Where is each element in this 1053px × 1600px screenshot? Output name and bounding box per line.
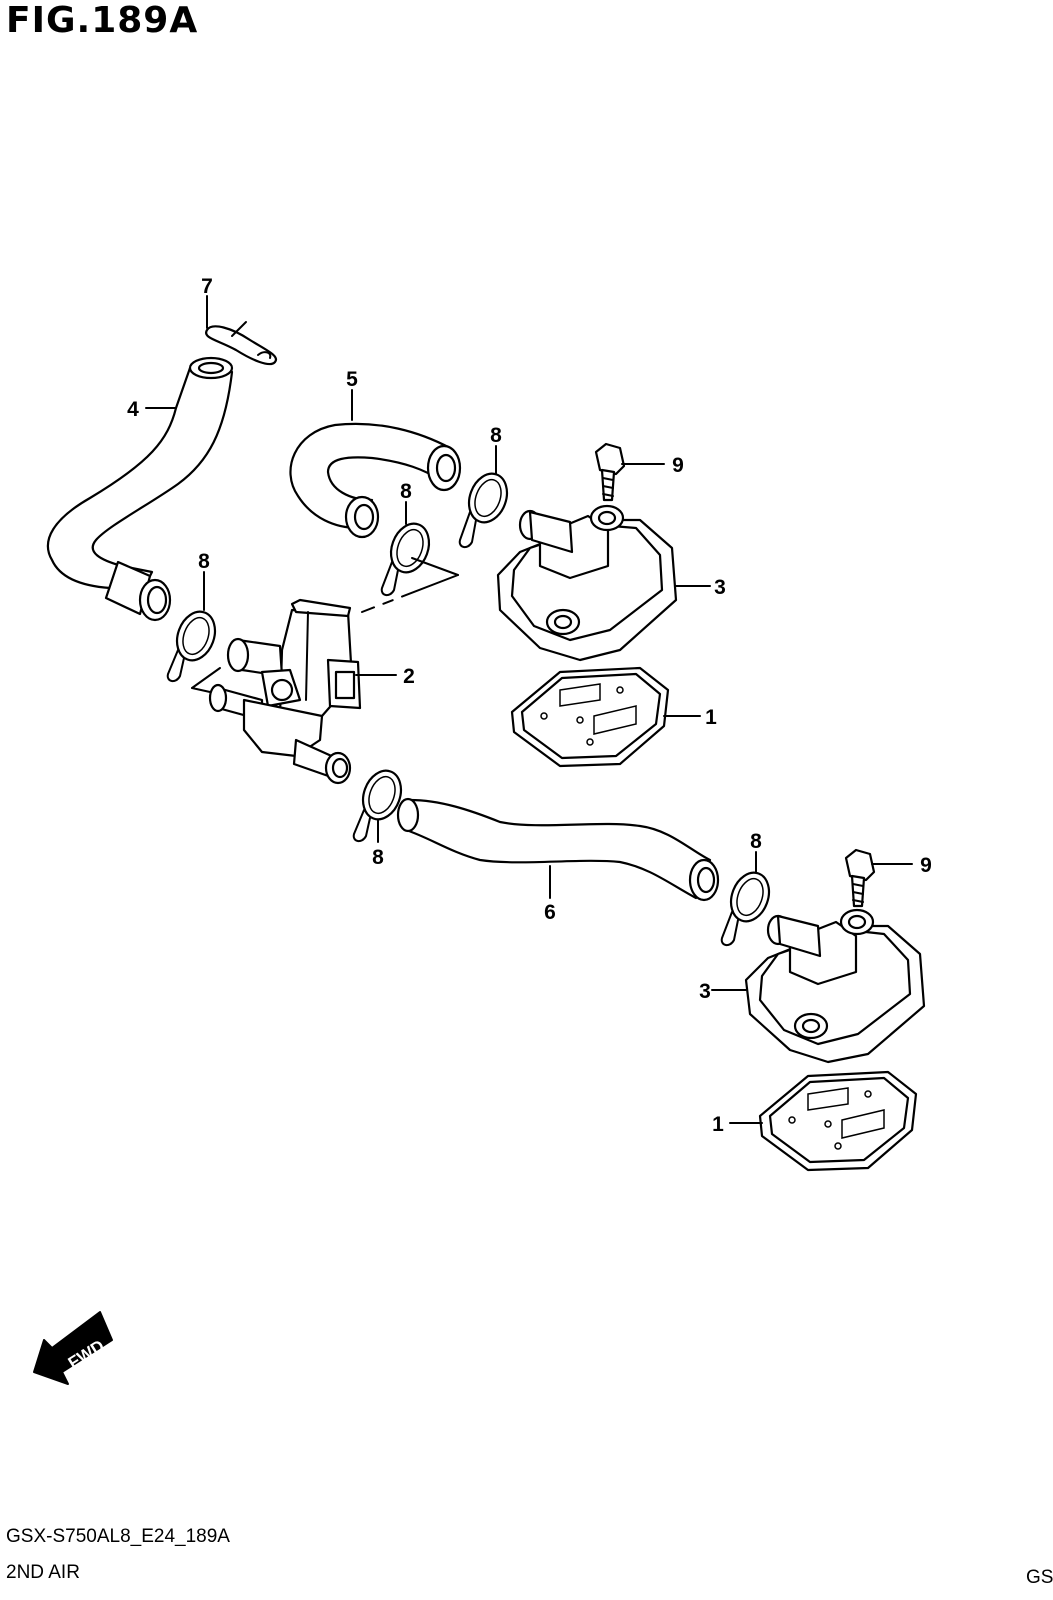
section-name: 2ND AIR: [6, 1562, 80, 1583]
callout-4: 4: [127, 398, 139, 421]
figure-title: FIG.189A: [6, 0, 199, 41]
part-8-clamp-upper-middle: [380, 522, 431, 596]
part-1-plate-upper: [510, 666, 670, 768]
callout-6: 6: [544, 901, 556, 924]
part-8-clamp-upper-right: [458, 472, 509, 548]
part-7-clip: [204, 321, 278, 366]
callout-8-lower: 8: [372, 846, 384, 869]
part-8-clamp-left: [166, 610, 217, 682]
callout-3-lower: 3: [699, 980, 711, 1003]
part-8-clamp-right: [720, 871, 771, 946]
part-9-bolt-upper: [594, 442, 626, 502]
diagram-code: GSX-S750AL8_E24_189A: [6, 1526, 230, 1547]
callout-9-lower: 9: [920, 854, 932, 877]
callout-2: 2: [403, 665, 415, 688]
part-9-bolt-lower: [844, 848, 876, 908]
part-4-hose: [46, 356, 234, 622]
callout-8-upper-right: 8: [490, 424, 502, 447]
part-8-clamp-lower: [352, 769, 403, 842]
callout-1-upper: 1: [705, 706, 717, 729]
callout-5: 5: [346, 368, 358, 391]
alignment-lines: [191, 557, 459, 693]
callout-1-lower: 1: [712, 1113, 724, 1136]
part-1-plate-lower: [758, 1070, 918, 1172]
callout-8-upper-middle: 8: [400, 480, 412, 503]
callout-8-left: 8: [198, 550, 210, 573]
callout-3-upper: 3: [714, 576, 726, 599]
callout-7: 7: [201, 275, 213, 298]
callout-9-upper: 9: [672, 454, 684, 477]
callout-8-right: 8: [750, 830, 762, 853]
part-3-cover-upper: [496, 504, 678, 662]
corner-text: GS: [1026, 1567, 1053, 1588]
part-2-valve: [208, 598, 362, 785]
leader-lines: [145, 295, 913, 1124]
part-3-cover-lower: [744, 908, 926, 1064]
fwd-arrow-icon: FWD: [33, 1311, 113, 1385]
part-5-hose: [289, 422, 462, 539]
part-6-hose: [396, 797, 720, 902]
